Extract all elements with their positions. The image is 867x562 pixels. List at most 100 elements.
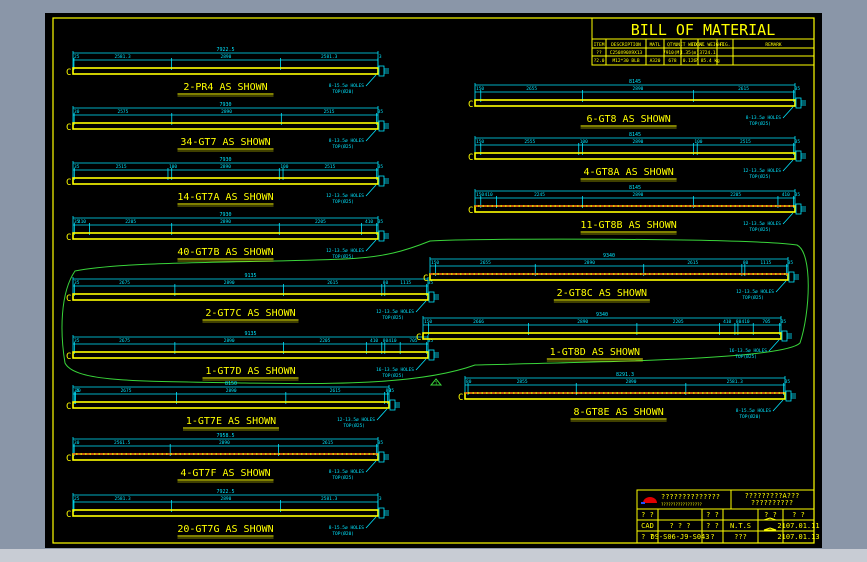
bom-title: BILL OF MATERIAL <box>631 21 776 39</box>
holes-leader <box>782 106 794 119</box>
section-mark: C <box>66 178 71 188</box>
segment-dimension-text: 80 <box>386 388 392 394</box>
title-block-cell: ? ? <box>706 522 719 530</box>
part-label: 34-GT7 AS SHOWN <box>180 137 270 148</box>
segment-dimension-text: 2515 <box>324 109 335 115</box>
overall-dimension-text: 9135 <box>244 331 256 337</box>
end-connector <box>378 507 385 519</box>
segment-dimension-text: 2890 <box>626 379 637 385</box>
segment-dimension-text: 2666 <box>473 319 484 325</box>
beam-body <box>429 273 789 281</box>
project-name: ?????????A??? <box>745 492 800 500</box>
segment-dimension-text: 2890 <box>220 164 231 170</box>
part-label: 1-GT7D AS SHOWN <box>205 366 295 377</box>
section-mark: C <box>468 100 473 110</box>
overall-dimension-text: 7922.5 <box>216 489 234 495</box>
section-mark: C <box>468 206 473 216</box>
segment-dimension-text: 35 <box>795 192 801 198</box>
title-block-cell: 2107.01.13 <box>777 533 819 541</box>
segment-dimension-text: 80 <box>466 379 472 385</box>
segment-dimension-text: 35 <box>74 280 80 286</box>
segment-dimension-text: 2615 <box>322 440 333 446</box>
segment-dimension-text: 35 <box>74 219 80 225</box>
section-mark: C <box>468 153 473 163</box>
holes-leader <box>365 129 377 142</box>
title-block-cell: ? ? ? <box>669 522 690 530</box>
segment-dimension-text: 2205 <box>315 219 326 225</box>
segment-dimension-text: 2890 <box>577 319 588 325</box>
overall-dimension-text: 9340 <box>596 312 608 318</box>
holes-leader <box>772 399 784 412</box>
segment-dimension-text: 2615 <box>738 86 749 92</box>
end-connector <box>378 230 385 242</box>
holes-leader <box>415 358 427 371</box>
holes-leader <box>415 300 427 313</box>
revision-triangle-icon <box>429 378 443 386</box>
segment-dimension-text: 2655 <box>480 260 491 266</box>
holes-callout-sub: TOP(Ø25) <box>343 422 365 429</box>
beam-body <box>72 401 390 409</box>
overall-dimension-text: 7930 <box>219 212 231 218</box>
segment-dimension-text: 35 <box>428 338 434 344</box>
title-block-cell: ? ? <box>706 511 719 519</box>
holes-callout-sub: TOP(Ø20) <box>739 413 761 420</box>
bom-header-cell: MATL <box>650 42 661 48</box>
bom-header-cell: ITEM <box>594 42 605 48</box>
sheet-frame <box>52 17 815 544</box>
segment-dimension-text: 2675 <box>119 280 130 286</box>
bom-header-cell: UNIT WEIGHT <box>675 42 705 48</box>
title-block-cell: ? ? <box>641 533 654 541</box>
overall-dimension-text: 9340 <box>603 253 615 259</box>
segment-dimension-text: 2890 <box>220 496 231 502</box>
segment-dimension-text: 2205 <box>319 338 330 344</box>
segment-dimension-text: 2890 <box>633 192 644 198</box>
part-label: 40-GT7B AS SHOWN <box>177 247 273 258</box>
segment-dimension-text: 30 <box>75 388 81 394</box>
beam-body <box>72 232 379 240</box>
segment-dimension-text: 2890 <box>220 219 231 225</box>
segment-dimension-text: 2890 <box>221 109 232 115</box>
end-connector <box>795 150 802 162</box>
segment-dimension-text: 80 <box>736 319 742 325</box>
part-label: 2-GT8C AS SHOWN <box>557 288 647 299</box>
segment-dimension-text: 100 <box>280 164 288 170</box>
end-connector <box>378 175 385 187</box>
holes-leader <box>365 74 377 87</box>
title-block-cell: 2107.01.11 <box>777 522 819 530</box>
revision-triangle-number: 1 <box>434 381 437 387</box>
segment-dimension-text: 2890 <box>219 440 230 446</box>
overall-dimension-text: 8145 <box>629 79 641 85</box>
title-block-cell: DS-S06-J9-S043 <box>650 533 709 541</box>
segment-dimension-text: 2890 <box>633 139 644 145</box>
segment-dimension-text: 2515 <box>740 139 751 145</box>
segment-dimension-text: 2561.5 <box>114 440 131 446</box>
status-strip <box>0 549 867 562</box>
end-connector <box>795 97 802 109</box>
company-logo-icon <box>643 497 657 503</box>
end-connector <box>781 330 788 342</box>
segment-dimension-text: 35 <box>74 338 80 344</box>
segment-dimension-text: 2890 <box>584 260 595 266</box>
end-connector <box>389 399 396 411</box>
bom-cell: C250X90X9X13 <box>610 50 643 56</box>
end-connector <box>378 451 385 463</box>
part-label: 2-GT7C AS SHOWN <box>205 308 295 319</box>
segment-dimension-text: 3 <box>379 54 382 60</box>
section-mark: C <box>423 274 428 284</box>
bom-border <box>591 17 815 66</box>
bom-cell: 678 <box>668 58 676 64</box>
section-mark: C <box>416 333 421 343</box>
segment-dimension-text: 35 <box>378 109 384 115</box>
part-label: 2-PR4 AS SHOWN <box>183 82 267 93</box>
bom-cell: A320 <box>650 58 661 64</box>
segment-dimension-text: 410 <box>388 338 396 344</box>
